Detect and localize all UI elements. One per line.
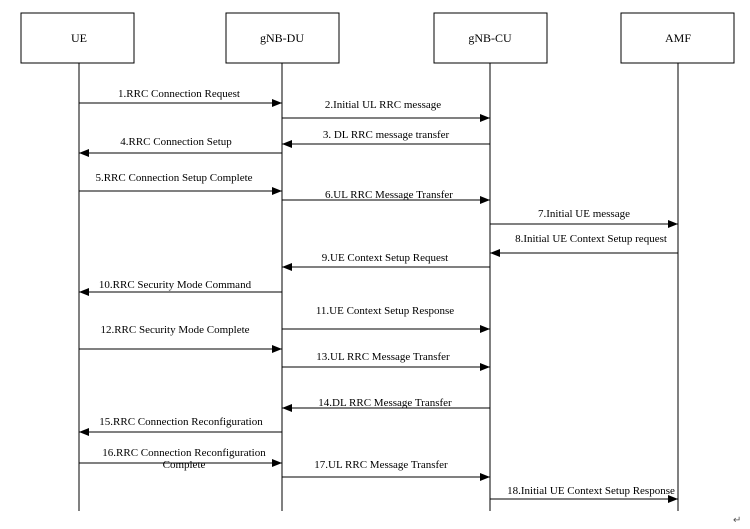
entity-label-amf: AMF	[665, 31, 691, 45]
message-label-16-line-2: Complete	[163, 459, 206, 471]
message-label-7: 7.Initial UE message	[538, 208, 630, 220]
message-label-12: 12.RRC Security Mode Complete	[100, 324, 249, 336]
message-label-6: 6.UL RRC Message Transfer	[325, 189, 453, 201]
message-label-4: 4.RRC Connection Setup	[120, 136, 232, 148]
message-label-14: 14.DL RRC Message Transfer	[318, 397, 452, 409]
message-label-13: 13.UL RRC Message Transfer	[316, 351, 450, 363]
entity-box-cu	[433, 12, 548, 64]
message-label-1: 1.RRC Connection Request	[118, 88, 240, 100]
message-label-16-line-1: 16.RRC Connection Reconfiguration	[102, 447, 266, 459]
entity-label-cu: gNB-CU	[468, 31, 512, 45]
message-label-15: 15.RRC Connection Reconfiguration	[99, 416, 263, 428]
message-label-5: 5.RRC Connection Setup Complete	[95, 172, 252, 184]
paragraph-mark: ↵	[733, 515, 741, 526]
entity-box-ue	[20, 12, 135, 64]
entity-label-du: gNB-DU	[260, 31, 304, 45]
message-label-17: 17.UL RRC Message Transfer	[314, 459, 448, 471]
entity-label-ue: UE	[71, 31, 87, 45]
message-label-10: 10.RRC Security Mode Command	[99, 279, 252, 291]
message-label-3: 3. DL RRC message transfer	[323, 129, 450, 141]
entity-box-amf	[620, 12, 735, 64]
message-label-9: 9.UE Context Setup Request	[322, 252, 449, 264]
message-label-11: 11.UE Context Setup Response	[316, 305, 454, 317]
message-label-2: 2.Initial UL RRC message	[325, 99, 441, 111]
message-label-18: 18.Initial UE Context Setup Response	[507, 485, 675, 497]
entity-box-du	[225, 12, 340, 64]
message-label-8: 8.Initial UE Context Setup request	[515, 233, 667, 245]
